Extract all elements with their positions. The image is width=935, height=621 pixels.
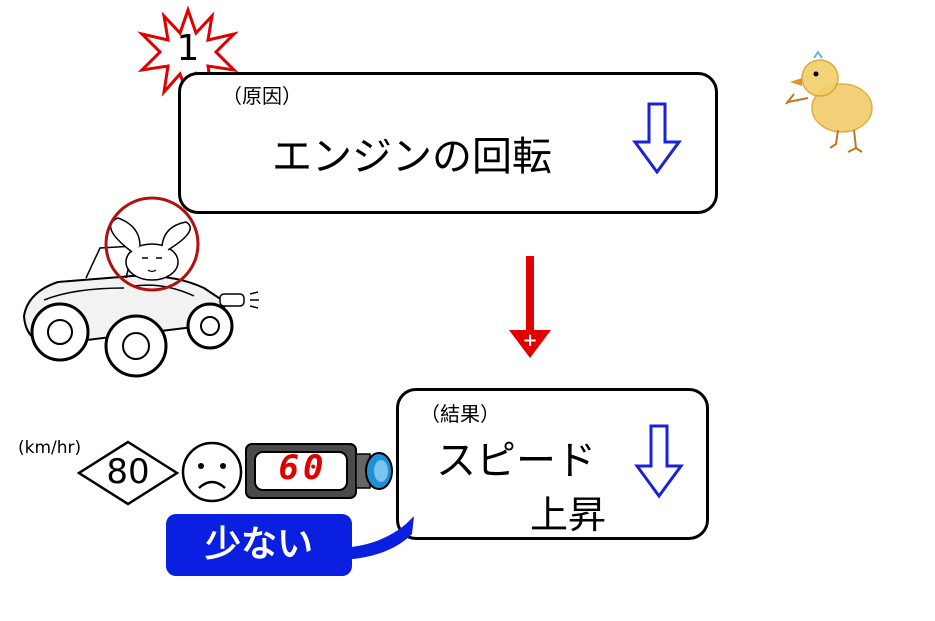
result-tag: （結果） xyxy=(420,398,500,427)
rabbit-car-illustration xyxy=(14,196,274,386)
result-line2: 上昇 xyxy=(530,484,606,539)
speed-unit: (km/hr) xyxy=(18,438,81,458)
plus-sign: + xyxy=(519,330,541,351)
meter-value: 60 xyxy=(262,448,344,488)
cause-tag: （原因） xyxy=(222,80,302,109)
arrow-down-outline-icon xyxy=(632,102,682,174)
chick-illustration xyxy=(784,48,884,158)
result-line1: スピード xyxy=(436,428,596,486)
badge-number: 1 xyxy=(138,28,238,69)
callout-label: 少ない xyxy=(166,514,352,576)
speed-sign-value: 80 xyxy=(76,452,180,492)
cause-text: エンジンの回転 xyxy=(272,124,552,182)
callout-connector xyxy=(340,512,420,562)
sad-face-icon xyxy=(180,440,244,504)
arrow-down-outline-icon-2 xyxy=(634,424,684,498)
